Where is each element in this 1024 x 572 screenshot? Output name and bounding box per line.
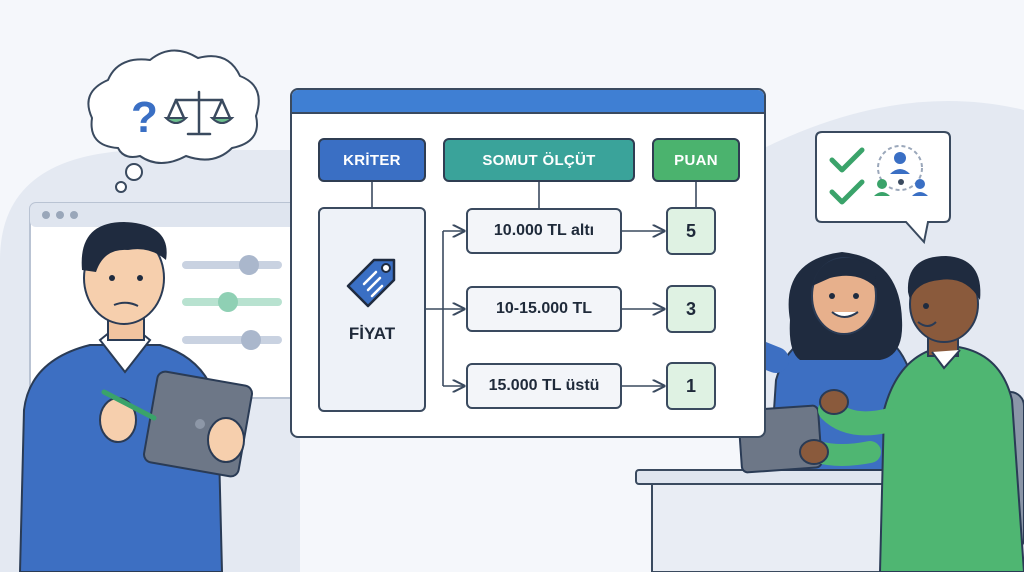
measure-box: 10-15.000 TL (466, 286, 622, 332)
criterion-label: FİYAT (348, 324, 396, 343)
thought-bubble: ? (87, 49, 260, 193)
score-box: 1 (666, 362, 716, 410)
price-tag-icon (346, 258, 396, 308)
green-shirt-man-illustration (799, 256, 1024, 572)
score-box: 3 (666, 285, 716, 333)
speech-bubble (815, 131, 951, 245)
measure-box: 10.000 TL altı (466, 208, 622, 254)
criterion-card (318, 207, 426, 412)
measure-header: SOMUT ÖLÇÜT (443, 138, 635, 182)
score-box: 5 (666, 207, 716, 255)
board-title-bar (292, 90, 764, 114)
svg-text:?: ? (131, 93, 158, 142)
thinking-person-illustration (18, 222, 253, 572)
criterion-header: KRİTER (318, 138, 426, 182)
score-header: PUAN (652, 138, 740, 182)
measure-box: 15.000 TL üstü (466, 363, 622, 409)
